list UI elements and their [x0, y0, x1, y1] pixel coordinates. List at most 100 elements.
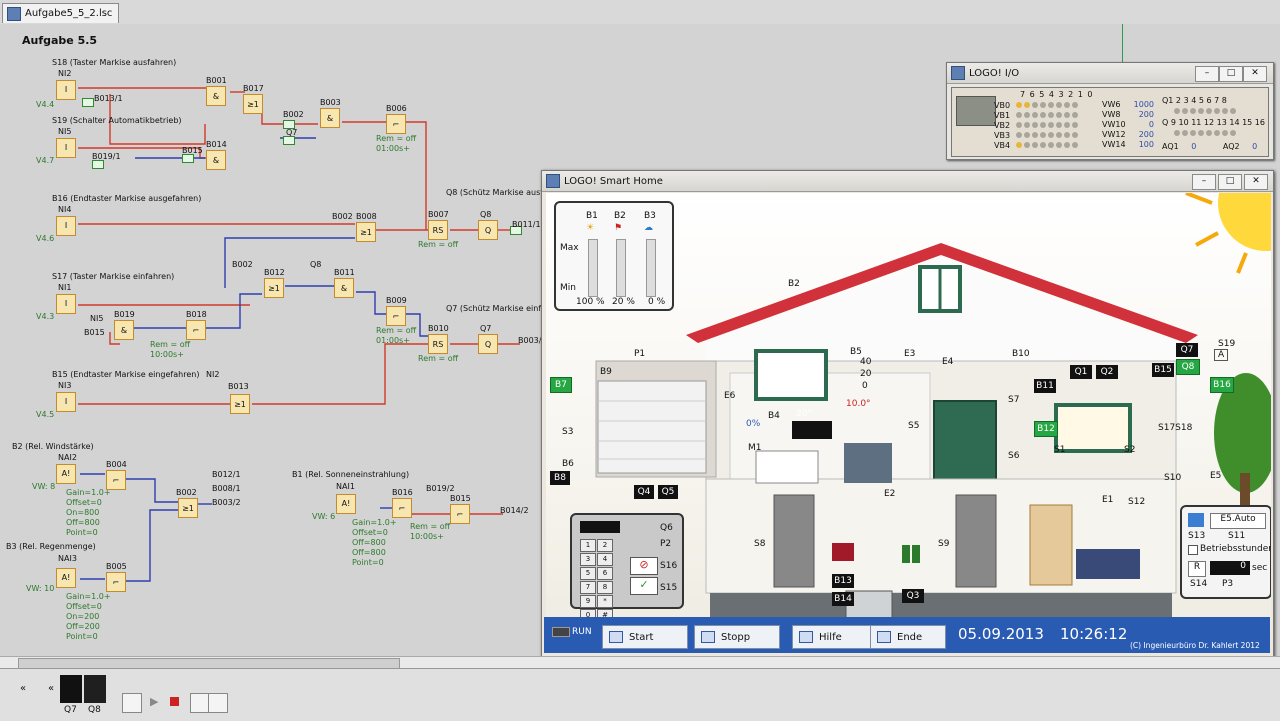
- stopp-button[interactable]: Stopp: [694, 625, 780, 649]
- bit-led[interactable]: [1024, 112, 1030, 118]
- b15-indicator[interactable]: B15: [1152, 363, 1174, 377]
- ende-button[interactable]: Ende: [870, 625, 946, 649]
- bit-led[interactable]: [1040, 102, 1046, 108]
- bit-led[interactable]: [1064, 132, 1070, 138]
- keypad-key[interactable]: 8: [597, 581, 613, 594]
- bit-led[interactable]: [1016, 102, 1022, 108]
- timer-icon[interactable]: [122, 693, 142, 713]
- bit-led[interactable]: [1032, 102, 1038, 108]
- betriebsstunden-checkbox[interactable]: [1188, 545, 1198, 555]
- block-b005[interactable]: ⌐: [106, 572, 126, 592]
- bit-led[interactable]: [1032, 142, 1038, 148]
- b14-indicator[interactable]: B14: [832, 592, 854, 606]
- output-q7[interactable]: Q: [478, 334, 498, 354]
- bit-led[interactable]: [1048, 102, 1054, 108]
- auto-a-button[interactable]: A: [1214, 349, 1229, 361]
- input-ni3[interactable]: I: [56, 392, 76, 412]
- bit-led[interactable]: [1064, 122, 1070, 128]
- minimize-button[interactable]: –: [1192, 174, 1216, 190]
- io-titlebar[interactable]: LOGO! I/O: [947, 63, 1273, 84]
- grid-icon[interactable]: [208, 693, 228, 713]
- q2-button[interactable]: Q2: [1096, 365, 1118, 379]
- bit-led[interactable]: [1016, 112, 1022, 118]
- bit-led[interactable]: [1048, 112, 1054, 118]
- check-icon[interactable]: ✓: [630, 577, 658, 595]
- slider-b1[interactable]: [588, 239, 598, 297]
- keypad-key[interactable]: 5: [580, 567, 596, 580]
- slider-b3[interactable]: [646, 239, 656, 297]
- q4-button[interactable]: Q4: [634, 485, 654, 499]
- close-button[interactable]: ✕: [1243, 66, 1267, 82]
- bit-led[interactable]: [1016, 142, 1022, 148]
- input-nai2[interactable]: A!: [56, 464, 76, 484]
- block-b014[interactable]: &: [206, 150, 226, 170]
- block-b015[interactable]: ⌐: [450, 504, 470, 524]
- bit-led[interactable]: [1040, 112, 1046, 118]
- maximize-button[interactable]: □: [1218, 174, 1242, 190]
- q8-button[interactable]: Q8: [1176, 359, 1200, 375]
- bit-led[interactable]: [1056, 142, 1062, 148]
- keypad-key[interactable]: *: [597, 595, 613, 608]
- input-ni2[interactable]: I: [56, 80, 76, 100]
- input-ni4[interactable]: I: [56, 216, 76, 236]
- bit-led[interactable]: [1024, 102, 1030, 108]
- block-b012[interactable]: ≥1: [264, 278, 284, 298]
- bit-led[interactable]: [1072, 112, 1078, 118]
- input-ni1[interactable]: I: [56, 294, 76, 314]
- bit-led[interactable]: [1056, 102, 1062, 108]
- block-b003[interactable]: &: [320, 108, 340, 128]
- block-b011[interactable]: &: [334, 278, 354, 298]
- bit-led[interactable]: [1048, 142, 1054, 148]
- block-b006[interactable]: ⌐: [386, 114, 406, 134]
- reset-button[interactable]: R: [1188, 561, 1206, 577]
- input-ni5[interactable]: I: [56, 138, 76, 158]
- bit-led[interactable]: [1032, 132, 1038, 138]
- input-nai3[interactable]: A!: [56, 568, 76, 588]
- bit-led[interactable]: [1072, 142, 1078, 148]
- play-icon[interactable]: ▶: [150, 695, 159, 708]
- maximize-button[interactable]: □: [1219, 66, 1243, 82]
- block-b017[interactable]: ≥1: [243, 94, 263, 114]
- smart-home-window[interactable]: LOGO! Smart Home – □ ✕: [541, 170, 1274, 658]
- bit-led[interactable]: [1064, 142, 1070, 148]
- lamp-q8-icon[interactable]: [84, 675, 106, 703]
- bit-led[interactable]: [1016, 122, 1022, 128]
- smart-home-titlebar[interactable]: LOGO! Smart Home: [542, 171, 1273, 192]
- block-b013[interactable]: ≥1: [230, 394, 250, 414]
- input-nai1[interactable]: A!: [336, 494, 356, 514]
- bit-led[interactable]: [1016, 132, 1022, 138]
- bit-led[interactable]: [1072, 102, 1078, 108]
- bit-led[interactable]: [1032, 112, 1038, 118]
- output-q8[interactable]: Q: [478, 220, 498, 240]
- start-button[interactable]: Start: [602, 625, 688, 649]
- keypad-key[interactable]: 9: [580, 595, 596, 608]
- keypad-key[interactable]: 1: [580, 539, 596, 552]
- close-button[interactable]: ✕: [1244, 174, 1268, 190]
- b7-indicator[interactable]: B7: [550, 377, 572, 393]
- block-b016[interactable]: ⌐: [392, 498, 412, 518]
- bit-led[interactable]: [1056, 112, 1062, 118]
- block-b019[interactable]: &: [114, 320, 134, 340]
- keypad-key[interactable]: 3: [580, 553, 596, 566]
- stop-square-icon[interactable]: [170, 697, 179, 706]
- hilfe-button[interactable]: Hilfe: [792, 625, 878, 649]
- bit-led[interactable]: [1024, 122, 1030, 128]
- b8-indicator[interactable]: B8: [550, 471, 570, 485]
- bit-led[interactable]: [1064, 112, 1070, 118]
- b16-indicator[interactable]: B16: [1210, 377, 1234, 393]
- deny-icon[interactable]: ⊘: [630, 557, 658, 575]
- bit-led[interactable]: [1072, 122, 1078, 128]
- thermostat-setpoint[interactable]: 20°: [796, 409, 812, 419]
- q5-button[interactable]: Q5: [658, 485, 678, 499]
- collapse-left-icon[interactable]: «: [20, 683, 27, 694]
- block-b002[interactable]: ≥1: [178, 498, 198, 518]
- keypad-key[interactable]: 2: [597, 539, 613, 552]
- keypad-key[interactable]: 4: [597, 553, 613, 566]
- bit-led[interactable]: [1072, 132, 1078, 138]
- q1-button[interactable]: Q1: [1070, 365, 1092, 379]
- block-b010[interactable]: RS: [428, 334, 448, 354]
- keypad-key[interactable]: 6: [597, 567, 613, 580]
- lamp-switch-icon[interactable]: [1188, 513, 1204, 527]
- bit-led[interactable]: [1048, 132, 1054, 138]
- table-icon[interactable]: [190, 693, 210, 713]
